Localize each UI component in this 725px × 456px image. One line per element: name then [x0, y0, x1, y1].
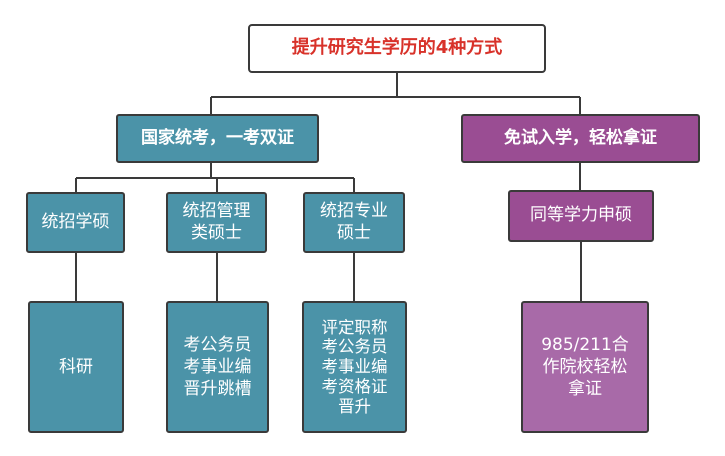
diagram-title: 提升研究生学历的4种方式 — [248, 24, 546, 73]
leaf-equivalent-outcome-3: 拿证 — [568, 379, 602, 400]
branch-exam-free-label: 免试入学，轻松拿证 — [504, 127, 657, 148]
diagram-title-text: 提升研究生学历的4种方式 — [291, 37, 503, 59]
branch-national-exam-label: 国家统考，一考双证 — [141, 127, 294, 148]
leaf-equivalent-outcomes: 985/211合 作院校轻松 拿证 — [521, 301, 649, 433]
leaf-professional-outcome-3: 考事业编 — [321, 357, 388, 377]
leaf-equivalent-outcome-1: 985/211合 — [541, 334, 629, 355]
sub-academic-master-line-1: 统招学硕 — [41, 211, 110, 232]
sub-professional-master-line-2: 硕士 — [337, 222, 371, 243]
leaf-professional-outcome-4: 考资格证 — [321, 376, 388, 396]
branch-exam-free: 免试入学，轻松拿证 — [461, 114, 700, 163]
sub-professional-master: 统招专业 硕士 — [303, 192, 405, 253]
branch-national-exam: 国家统考，一考双证 — [116, 114, 319, 163]
leaf-professional-outcomes: 评定职称 考公务员 考事业编 考资格证 晋升 — [302, 301, 407, 433]
sub-professional-master-line-1: 统招专业 — [320, 201, 388, 222]
leaf-equivalent-outcome-2: 作院校轻松 — [542, 356, 628, 377]
leaf-professional-outcome-2: 考公务员 — [321, 337, 388, 357]
leaf-professional-outcome-5: 晋升 — [338, 396, 371, 416]
leaf-management-outcome-1: 考公务员 — [183, 334, 252, 355]
sub-management-master-line-1: 统招管理 — [182, 201, 251, 222]
leaf-management-outcomes: 考公务员 考事业编 晋升跳槽 — [166, 301, 269, 433]
sub-academic-master: 统招学硕 — [26, 192, 125, 253]
sub-management-master-line-2: 类硕士 — [191, 222, 242, 243]
leaf-research-line-1: 科研 — [59, 356, 93, 377]
sub-management-master: 统招管理 类硕士 — [166, 192, 267, 253]
leaf-professional-outcome-1: 评定职称 — [321, 317, 388, 337]
leaf-management-outcome-2: 考事业编 — [183, 356, 252, 377]
sub-equivalent-degree: 同等学力申硕 — [508, 190, 654, 242]
sub-equivalent-degree-line-1: 同等学力申硕 — [530, 205, 632, 226]
leaf-research: 科研 — [28, 301, 124, 433]
leaf-management-outcome-3: 晋升跳槽 — [183, 379, 252, 400]
